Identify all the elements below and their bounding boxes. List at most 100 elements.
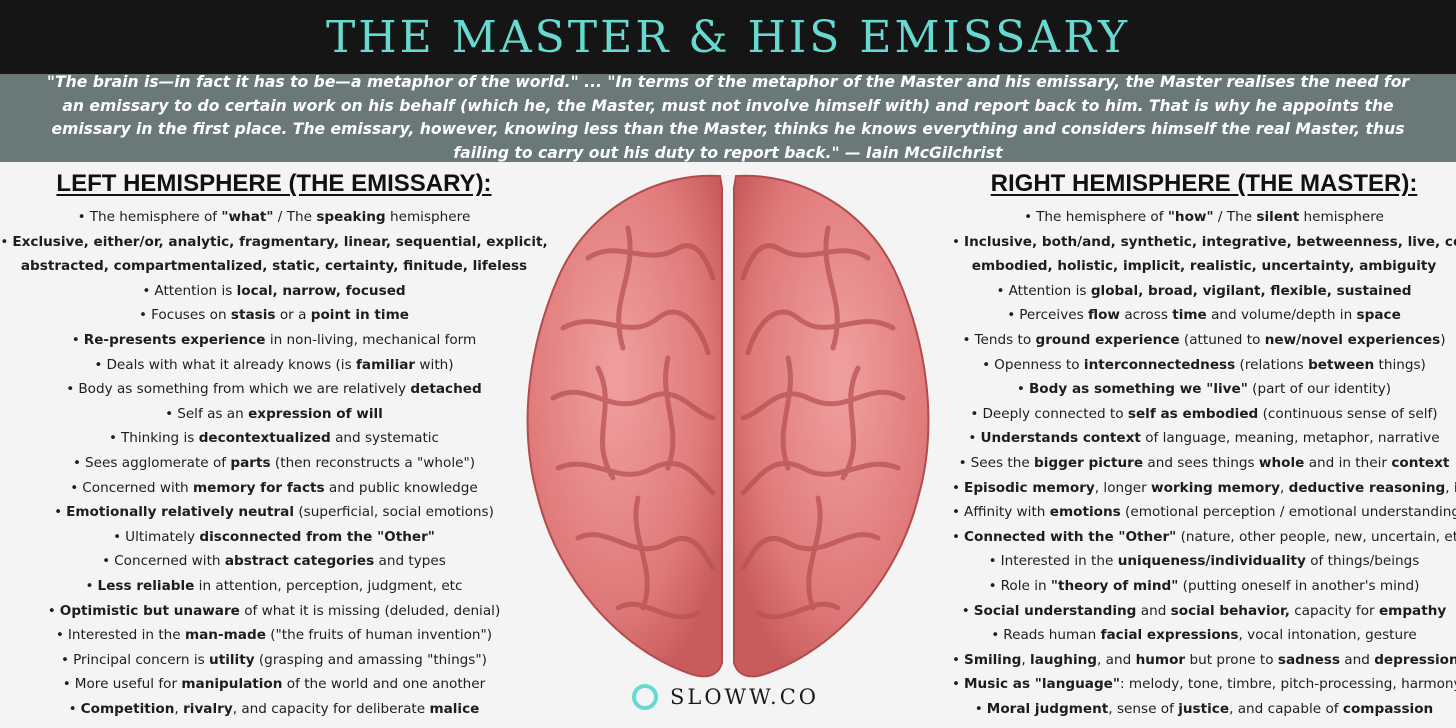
emphasis-text: bigger picture <box>1034 454 1144 471</box>
item-text: ("the fruits of human invention") <box>265 627 493 644</box>
bullet-icon: • <box>1007 307 1016 324</box>
emphasis-text: Smiling <box>964 651 1022 668</box>
bullet-icon: • <box>991 627 1000 644</box>
emphasis-text: rivalry <box>183 700 233 717</box>
emphasis-text: flow <box>1088 307 1120 324</box>
emphasis-text: speaking <box>316 209 386 225</box>
item-text: capacity for <box>1289 602 1379 619</box>
bullet-icon: • <box>952 528 961 545</box>
emphasis-text: Music as "language" <box>964 676 1120 693</box>
list-item: •Principal concern is utility (grasping … <box>0 648 548 673</box>
list-item: •Moral judgment, sense of justice, and c… <box>952 697 1456 722</box>
quote-band: "The brain is—in fact it has to be—a met… <box>0 73 1456 162</box>
bullet-icon: • <box>47 602 56 619</box>
item-text: Deeply connected to <box>982 405 1128 422</box>
bullet-icon: • <box>970 405 979 422</box>
emphasis-text: sadness <box>1277 651 1340 668</box>
list-item: •Concerned with memory for facts and pub… <box>0 476 548 501</box>
item-text: Role in <box>1000 577 1051 594</box>
item-text: in attention, perception, judgment, etc <box>194 577 463 594</box>
bullet-icon: • <box>958 454 967 471</box>
item-text: , <box>1445 479 1454 496</box>
list-item: •Sees agglomerate of parts (then reconst… <box>0 451 548 476</box>
emphasis-text: Emotionally relatively neutral <box>66 504 295 521</box>
bullet-icon: • <box>952 651 961 668</box>
item-text: , <box>1021 651 1031 668</box>
quote-text: "The brain is—in fact it has to be—a met… <box>46 73 1410 162</box>
item-text: and <box>1136 602 1171 619</box>
item-text: , <box>1279 479 1289 496</box>
bullet-icon: • <box>165 405 174 422</box>
item-text: (nature, other people, new, uncertain, e… <box>1176 528 1456 545</box>
item-text: of the world and one another <box>282 676 486 693</box>
list-item: •Perceives flow across time and volume/d… <box>952 303 1456 328</box>
list-item: embodied, holistic, implicit, realistic,… <box>952 254 1456 279</box>
item-text: and volume/depth in <box>1206 307 1357 324</box>
item-text: but prone to <box>1185 651 1278 668</box>
item-text: Perceives <box>1019 307 1089 324</box>
emphasis-text: insight <box>1454 480 1456 496</box>
brain-icon <box>526 174 930 678</box>
emphasis-text: Competition <box>80 700 175 717</box>
emphasis-text: memory for facts <box>192 479 325 496</box>
bullet-icon: • <box>968 430 977 447</box>
list-item: •Attention is global, broad, vigilant, f… <box>952 279 1456 304</box>
list-item: •Smiling, laughing, and humor but prone … <box>952 648 1456 673</box>
emphasis-text: man-made <box>184 627 266 644</box>
emphasis-text: decontextualized <box>198 430 331 447</box>
list-item: •Deals with what it already knows (is fa… <box>0 353 548 378</box>
emphasis-text: emotions <box>1049 504 1121 521</box>
emphasis-text: social behavior, <box>1170 602 1290 619</box>
emphasis-text: point in time <box>310 307 409 324</box>
emphasis-text: time <box>1172 307 1207 324</box>
bullet-icon: • <box>70 479 79 496</box>
emphasis-text: embodied, holistic, implicit, realistic,… <box>971 258 1437 275</box>
emphasis-text: humor <box>1135 651 1186 668</box>
item-text: Ultimately <box>125 528 200 545</box>
emphasis-text: Connected with the "Other" <box>964 528 1177 545</box>
right-hemisphere-heading: RIGHT HEMISPHERE (THE MASTER): <box>990 170 1418 197</box>
item-text: Tends to <box>974 331 1036 348</box>
list-item: •Social understanding and social behavio… <box>952 599 1456 624</box>
list-item: •Attention is local, narrow, focused <box>0 279 548 304</box>
item-text: Deals with what it already knows (is <box>106 356 356 373</box>
item-text: : melody, tone, timbre, pitch-processing… <box>1119 676 1456 693</box>
list-item: •Affinity with emotions (emotional perce… <box>952 500 1456 525</box>
emphasis-text: empathy <box>1378 602 1447 619</box>
item-text: Affinity with <box>964 504 1050 521</box>
item-text: (continuous sense of self) <box>1258 405 1438 422</box>
list-item: •Self as an expression of will <box>0 402 548 427</box>
item-text: with) <box>415 356 454 373</box>
emphasis-text: Optimistic but unaware <box>59 602 240 619</box>
bullet-icon: • <box>77 209 86 225</box>
item-text: Focuses on <box>151 307 231 324</box>
bullet-icon: • <box>113 528 122 545</box>
bullet-icon: • <box>108 430 117 447</box>
item-text: in non-living, mechanical form <box>265 331 477 348</box>
emphasis-text: self as embodied <box>1127 405 1259 422</box>
list-item: •Understands context of language, meanin… <box>952 426 1456 451</box>
bullet-icon: • <box>996 282 1005 299</box>
item-text: (emotional perception / emotional unders… <box>1120 504 1456 521</box>
emphasis-text: parts <box>230 454 271 471</box>
item-text: and <box>1339 651 1375 668</box>
list-item: •Exclusive, either/or, analytic, fragmen… <box>0 230 548 255</box>
list-item: •Role in "theory of mind" (putting onese… <box>952 574 1456 599</box>
list-item: •Thinking is decontextualized and system… <box>0 426 548 451</box>
right-hemisphere-column: RIGHT HEMISPHERE (THE MASTER): •The hemi… <box>952 170 1456 721</box>
item-text: or a <box>275 307 311 324</box>
bullet-icon: • <box>0 233 9 250</box>
ring-icon <box>632 684 658 710</box>
emphasis-text: Episodic memory <box>964 479 1095 496</box>
list-item: abstracted, compartmentalized, static, c… <box>0 254 548 279</box>
emphasis-text: laughing <box>1030 651 1098 668</box>
emphasis-text: Re-presents experience <box>83 331 266 348</box>
brand-logo[interactable]: SLOWW.CO <box>632 684 819 710</box>
item-text: The hemisphere of <box>89 209 222 225</box>
list-item: •More useful for manipulation of the wor… <box>0 672 548 697</box>
bullet-icon: • <box>85 577 94 594</box>
emphasis-text: facial expressions <box>1100 627 1239 644</box>
emphasis-text: global, broad, vigilant, flexible, susta… <box>1090 282 1412 299</box>
bullet-icon: • <box>982 356 991 373</box>
list-item: •The hemisphere of "what" / The speaking… <box>0 205 548 230</box>
